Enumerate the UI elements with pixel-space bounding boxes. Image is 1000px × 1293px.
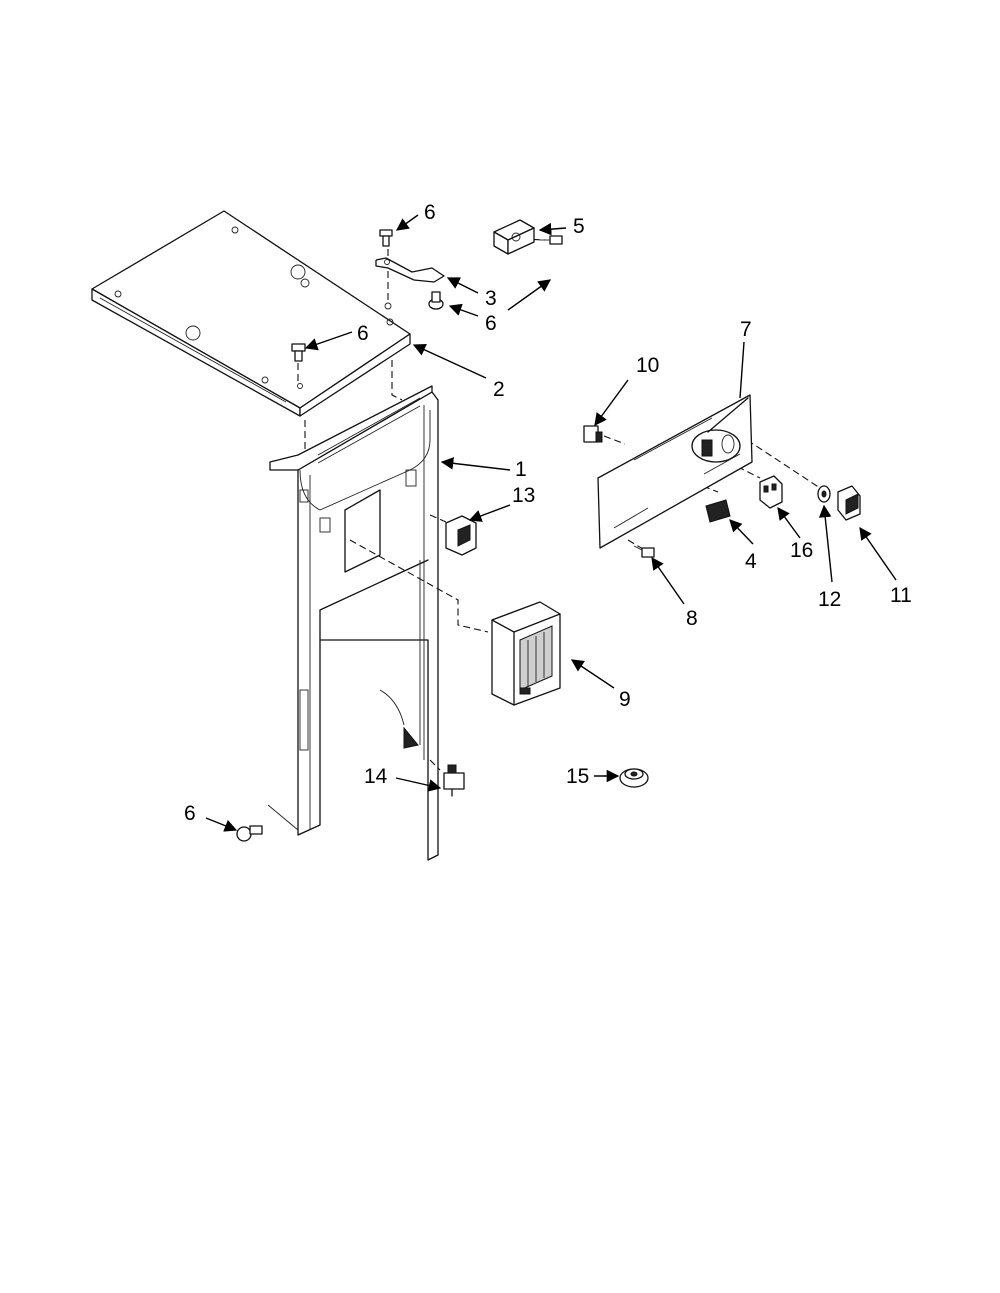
leader-lines [205, 214, 897, 832]
callout-6-bottom: 6 [184, 802, 196, 825]
callout-labels: 6 5 3 6 6 2 1 13 9 14 15 6 10 7 4 16 8 1… [184, 201, 912, 825]
screw-part-6-d [540, 235, 563, 245]
control-panel-part-7 [597, 394, 753, 549]
callout-6-top: 6 [424, 201, 436, 224]
knob-part-11 [837, 485, 861, 521]
label-part-4 [705, 499, 731, 523]
screw-part-8 [633, 545, 655, 558]
top-plate-part-2 [91, 210, 411, 417]
callout-1: 1 [515, 458, 527, 481]
switch-part-14 [443, 764, 465, 797]
callout-15: 15 [566, 765, 589, 788]
callout-11: 11 [890, 584, 912, 607]
nut-part-12 [817, 485, 831, 503]
screw-part-6-b [428, 291, 444, 310]
back-panel-part-1 [267, 385, 439, 861]
housing-part-9 [491, 601, 561, 706]
bracket-part-3 [375, 257, 445, 310]
callout-10: 10 [636, 354, 659, 377]
callout-12: 12 [818, 588, 841, 611]
callout-7: 7 [740, 318, 752, 341]
callout-8: 8 [686, 607, 698, 630]
callout-6-left: 6 [357, 322, 369, 345]
callout-2: 2 [493, 378, 505, 401]
callout-5: 5 [573, 215, 585, 238]
callout-6-mid: 6 [485, 312, 497, 335]
screw-part-6-a [379, 229, 393, 247]
callout-13: 13 [512, 484, 535, 507]
callout-3: 3 [485, 287, 497, 310]
switch-part-16 [759, 475, 783, 509]
switch-part-13 [445, 515, 477, 556]
block-part-5 [493, 219, 535, 255]
callout-9: 9 [619, 688, 631, 711]
callout-14: 14 [364, 765, 388, 788]
foot-part-15 [619, 768, 649, 788]
screw-part-6-e [236, 825, 263, 842]
callout-4: 4 [745, 550, 757, 573]
callout-16: 16 [790, 539, 813, 562]
clip-part-10 [583, 425, 603, 443]
